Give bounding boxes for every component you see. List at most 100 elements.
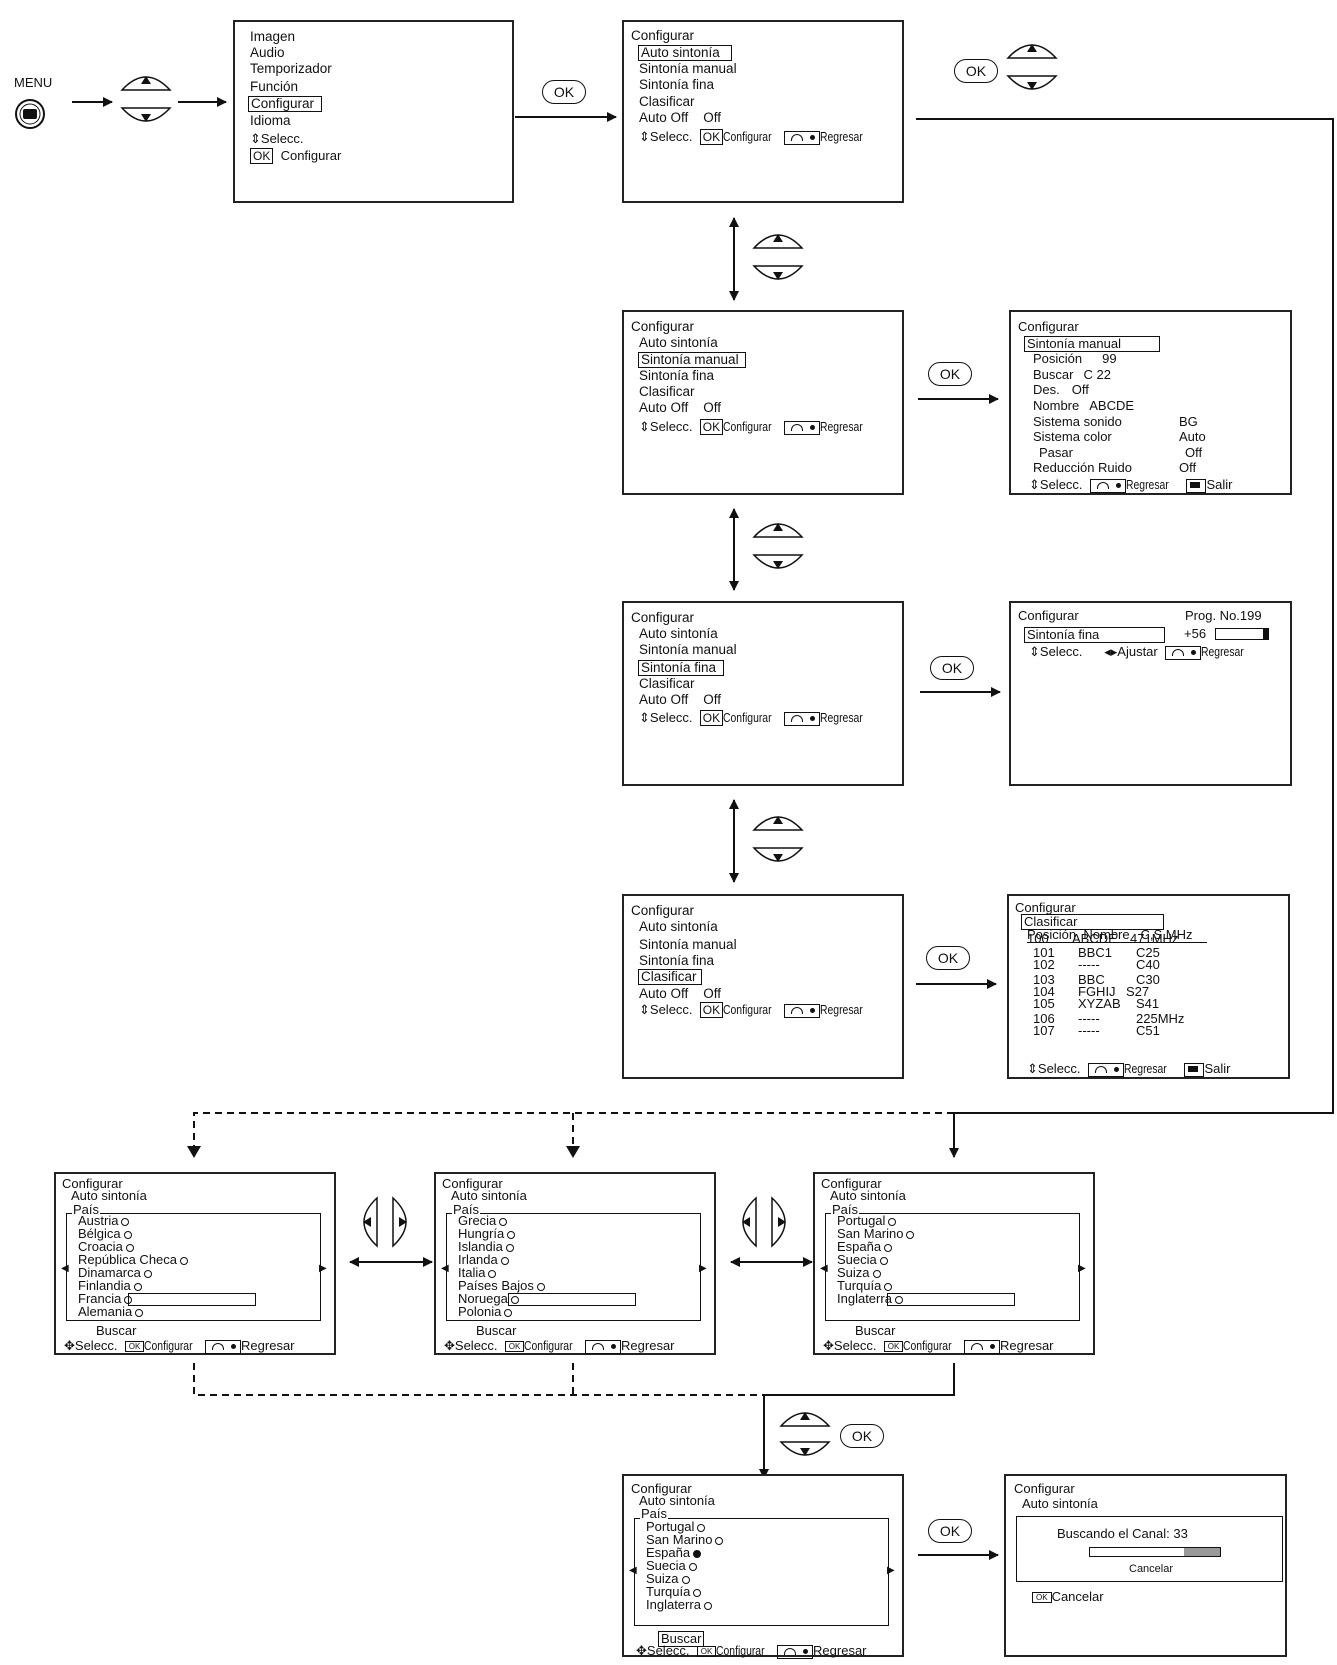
prev-page-icon[interactable]: ◀: [61, 1263, 69, 1274]
next-page-icon[interactable]: ▶: [887, 1565, 895, 1576]
country-item[interactable]: Suecia: [646, 1559, 697, 1573]
country-item[interactable]: Austria: [78, 1214, 130, 1228]
radio-icon[interactable]: [872, 1269, 881, 1278]
prev-page-icon[interactable]: ◀: [441, 1263, 449, 1274]
country-item[interactable]: Países Bajos: [458, 1279, 545, 1293]
radio-icon[interactable]: [507, 1230, 516, 1239]
country-item[interactable]: Alemania: [78, 1305, 144, 1319]
up-down-keys-icon[interactable]: [752, 523, 804, 569]
menu-item-funcion[interactable]: Función: [250, 79, 299, 94]
radio-icon[interactable]: [133, 1282, 142, 1291]
menu-button-icon[interactable]: [15, 99, 45, 129]
radio-icon[interactable]: [693, 1549, 702, 1558]
country-item[interactable]: España: [646, 1546, 702, 1560]
country-item[interactable]: Finlandia: [78, 1279, 142, 1293]
sort-row[interactable]: 106-----225MHz: [1033, 1012, 1184, 1026]
radio-icon[interactable]: [884, 1282, 893, 1291]
radio-icon[interactable]: [135, 1308, 144, 1317]
country-item[interactable]: Inglaterra: [837, 1292, 903, 1306]
next-page-icon[interactable]: ▶: [699, 1263, 707, 1274]
country-item[interactable]: Noruega: [458, 1292, 519, 1306]
setup-item-auto-tuning[interactable]: Auto sintonía: [639, 335, 718, 350]
radio-icon[interactable]: [125, 1243, 134, 1252]
radio-icon[interactable]: [504, 1308, 513, 1317]
setup-item-auto-tuning[interactable]: Auto sintonía: [639, 919, 718, 934]
radio-icon[interactable]: [121, 1217, 130, 1226]
up-down-keys-icon[interactable]: [120, 76, 172, 122]
setup-item-sort[interactable]: Clasificar: [639, 676, 695, 691]
country-item[interactable]: Turquía: [837, 1279, 893, 1293]
radio-icon[interactable]: [715, 1536, 724, 1545]
country-item[interactable]: San Marino: [646, 1533, 724, 1547]
country-item[interactable]: Bélgica: [78, 1227, 132, 1241]
ok-button[interactable]: OK: [954, 59, 998, 83]
setup-item-auto-tuning[interactable]: Auto sintonía: [638, 45, 732, 61]
radio-icon[interactable]: [500, 1256, 509, 1265]
search-button[interactable]: Buscar: [658, 1631, 705, 1647]
country-item[interactable]: Turquía: [646, 1585, 702, 1599]
country-item[interactable]: Polonia: [458, 1305, 513, 1319]
radio-icon[interactable]: [888, 1217, 897, 1226]
sort-row[interactable]: 107-----C51: [1033, 1024, 1160, 1038]
setup-item-sort[interactable]: Clasificar: [639, 384, 695, 399]
search-label[interactable]: Buscar: [855, 1323, 896, 1338]
radio-icon[interactable]: [703, 1601, 712, 1610]
radio-icon[interactable]: [123, 1230, 132, 1239]
country-item[interactable]: San Marino: [837, 1227, 915, 1241]
search-label[interactable]: Buscar: [96, 1323, 137, 1338]
setup-item-fine-tuning[interactable]: Sintonía fina: [639, 368, 715, 383]
left-right-keys-icon[interactable]: [742, 1196, 786, 1248]
row-des[interactable]: Des.Off: [1033, 382, 1089, 397]
radio-icon[interactable]: [688, 1562, 697, 1571]
prev-page-icon[interactable]: ◀: [820, 1263, 828, 1274]
next-page-icon[interactable]: ▶: [319, 1263, 327, 1274]
radio-icon[interactable]: [510, 1295, 519, 1304]
country-item[interactable]: Islandia: [458, 1240, 514, 1254]
setup-item-auto-off[interactable]: Auto Off Off: [639, 692, 722, 707]
radio-icon[interactable]: [894, 1295, 903, 1304]
sort-row[interactable]: 102-----C40: [1033, 958, 1160, 972]
country-item[interactable]: Hungría: [458, 1227, 516, 1241]
row-pasar-label[interactable]: Pasar: [1039, 445, 1073, 460]
ok-button[interactable]: OK: [926, 946, 970, 970]
setup-item-manual-tuning[interactable]: Sintonía manual: [639, 61, 737, 76]
radio-icon[interactable]: [143, 1269, 152, 1278]
menu-item-idioma[interactable]: Idioma: [250, 113, 291, 128]
setup-item-sort[interactable]: Clasificar: [639, 94, 695, 109]
fine-tuning-slider[interactable]: [1215, 628, 1269, 640]
radio-icon[interactable]: [693, 1588, 702, 1597]
country-item[interactable]: Suiza: [646, 1572, 690, 1586]
radio-icon[interactable]: [697, 1523, 706, 1532]
country-item[interactable]: República Checa: [78, 1253, 189, 1267]
setup-item-manual-tuning[interactable]: Sintonía manual: [639, 642, 737, 657]
radio-icon[interactable]: [879, 1256, 888, 1265]
radio-icon[interactable]: [906, 1230, 915, 1239]
up-down-keys-icon[interactable]: [752, 234, 804, 280]
radio-icon[interactable]: [884, 1243, 893, 1252]
menu-item-temporizador[interactable]: Temporizador: [250, 61, 332, 76]
radio-icon[interactable]: [536, 1282, 545, 1291]
ok-button[interactable]: OK: [930, 656, 974, 680]
menu-item-audio[interactable]: Audio: [250, 45, 285, 60]
radio-icon[interactable]: [180, 1256, 189, 1265]
next-page-icon[interactable]: ▶: [1078, 1263, 1086, 1274]
country-item[interactable]: Suiza: [837, 1266, 881, 1280]
row-reduccion-label[interactable]: Reducción Ruido: [1033, 460, 1133, 475]
menu-item-imagen[interactable]: Imagen: [250, 29, 296, 44]
setup-item-fine-tuning[interactable]: Sintonía fina: [639, 953, 715, 968]
country-item[interactable]: Dinamarca: [78, 1266, 152, 1280]
country-item[interactable]: España: [837, 1240, 893, 1254]
setup-item-sort[interactable]: Clasificar: [638, 969, 702, 985]
radio-icon[interactable]: [488, 1269, 497, 1278]
ok-button[interactable]: OK: [928, 362, 972, 386]
country-item[interactable]: Suecia: [837, 1253, 888, 1267]
ok-button[interactable]: OK: [928, 1519, 972, 1543]
setup-item-fine-tuning[interactable]: Sintonía fina: [638, 660, 724, 676]
